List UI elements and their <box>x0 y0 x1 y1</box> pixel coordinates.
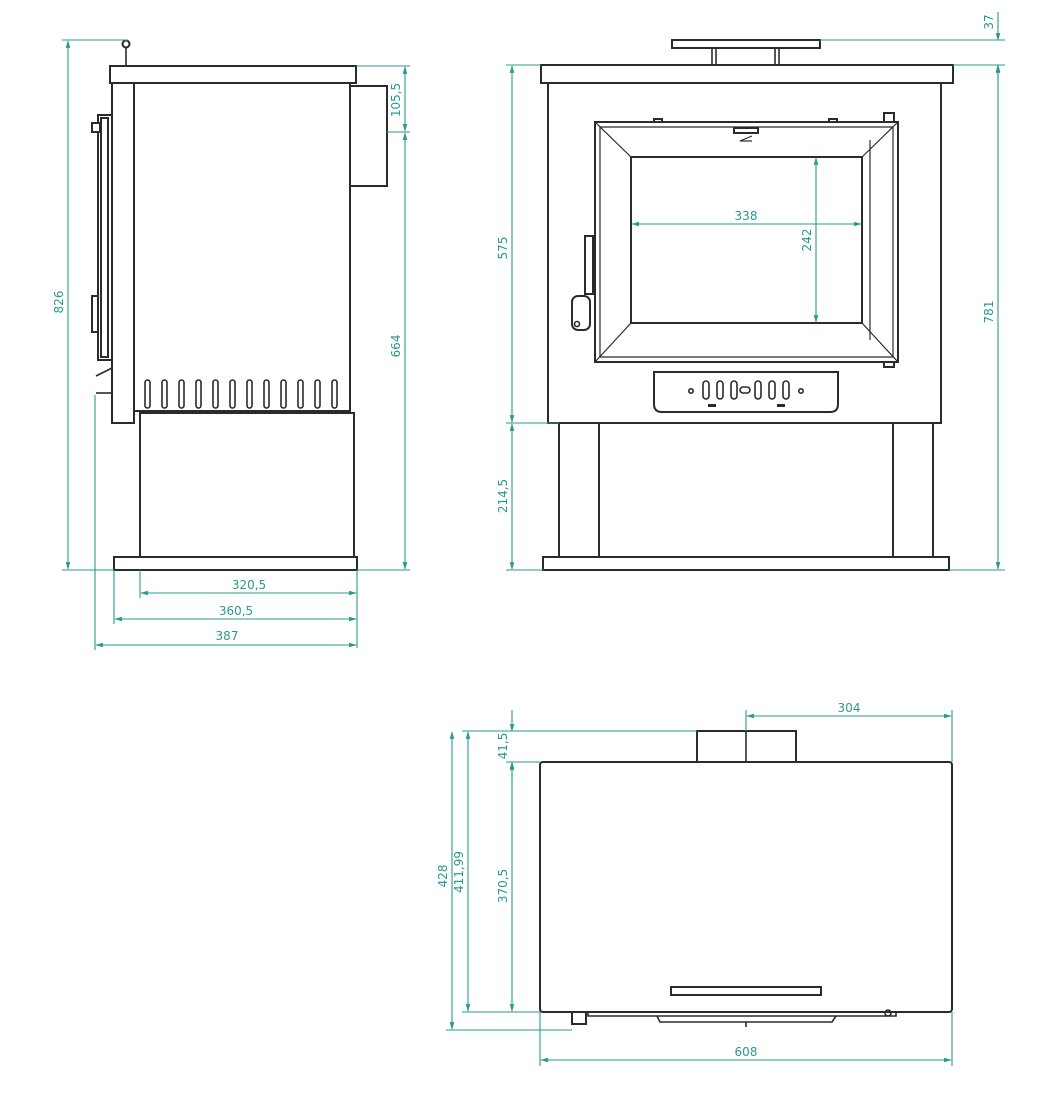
dim-label-105-5: 105,5 <box>389 83 403 117</box>
dim-label-781: 781 <box>982 301 996 324</box>
dim-front-total-height: 781 <box>949 65 1005 571</box>
front-corner-hinge-top <box>883 112 895 123</box>
dim-side-base-depth: 320,5 <box>139 570 358 648</box>
dim-top-flue-offset: 304 <box>745 701 953 762</box>
dim-label-320-5: 320,5 <box>232 578 266 592</box>
side-vents <box>144 379 338 409</box>
side-door-latch <box>95 367 113 377</box>
side-door-hinge <box>91 122 101 133</box>
dim-label-664: 664 <box>389 335 403 358</box>
front-view: 37 781 575 214,5 338 242 <box>496 12 1005 571</box>
dim-label-214-5: 214,5 <box>496 479 510 513</box>
top-door-handle <box>656 1015 837 1023</box>
top-door-latch <box>571 1011 587 1025</box>
dim-side-pipe-height: 105,5 <box>356 65 410 133</box>
dim-label-37: 37 <box>982 14 996 29</box>
dim-side-body-height: 664 <box>357 132 410 571</box>
front-leg-left <box>558 422 600 558</box>
top-view: 304 41,5 370,5 411,99 428 <box>436 701 953 1066</box>
dim-top-depth-1: 411,99 <box>452 730 506 1013</box>
dim-label-411-99: 411,99 <box>452 851 466 893</box>
dim-side-total-height: 826 <box>52 39 128 571</box>
dim-label-826: 826 <box>52 291 66 314</box>
side-top-plate <box>109 65 357 84</box>
side-view: 826 105,5 664 320,5 360,5 <box>52 39 410 650</box>
front-air-slots <box>687 380 804 407</box>
dim-label-608: 608 <box>735 1045 758 1059</box>
side-base-plate <box>113 556 358 571</box>
dim-label-41-5: 41,5 <box>496 733 510 760</box>
side-door-handle <box>91 295 99 333</box>
dim-front-glass-width: 338 <box>631 209 862 227</box>
front-door-glass <box>630 156 863 324</box>
front-hinge-right-top <box>828 118 838 123</box>
top-door-edge <box>587 1012 897 1017</box>
side-door-inner <box>100 117 109 358</box>
dim-label-387: 387 <box>216 629 239 643</box>
front-flue-collar <box>671 39 821 49</box>
dim-front-base-height: 214,5 <box>496 423 515 570</box>
dim-top-body-depth: 370,5 <box>496 762 540 1013</box>
dim-top-depth-2: 428 <box>436 731 572 1031</box>
dim-label-370-5: 370,5 <box>496 869 510 903</box>
dim-front-top-offset: 37 <box>820 12 1005 80</box>
dim-top-width: 608 <box>539 1012 953 1066</box>
dim-side-body-depth: 360,5 <box>113 570 357 624</box>
front-door-handle[interactable] <box>584 235 594 295</box>
side-body <box>133 82 351 412</box>
front-ash-drawer[interactable] <box>653 371 839 413</box>
dim-label-242: 242 <box>800 229 814 252</box>
dim-side-total-depth: 387 <box>94 395 357 650</box>
dim-front-body-height: 575 <box>496 64 559 571</box>
front-base-plate <box>542 556 950 571</box>
dim-label-304: 304 <box>838 701 861 715</box>
side-top-knob <box>121 39 131 49</box>
top-front-bar <box>670 986 822 996</box>
dim-front-glass-height: 242 <box>800 157 819 323</box>
dim-label-428: 428 <box>436 865 450 888</box>
front-leg-right <box>892 422 934 558</box>
side-flue-pipe <box>349 85 388 187</box>
side-door-frame <box>111 82 135 424</box>
front-corner-hinge-bottom <box>883 361 895 368</box>
front-top-latch <box>733 127 759 134</box>
front-top-plate <box>540 64 954 84</box>
dim-label-575: 575 <box>496 237 510 260</box>
side-pedestal <box>139 412 355 558</box>
top-body <box>539 761 953 1013</box>
front-hinge-left-top <box>653 118 663 123</box>
dim-label-360-5: 360,5 <box>219 604 253 618</box>
dim-top-pipe-depth: 41,5 <box>496 710 697 780</box>
dim-label-338: 338 <box>735 209 758 223</box>
